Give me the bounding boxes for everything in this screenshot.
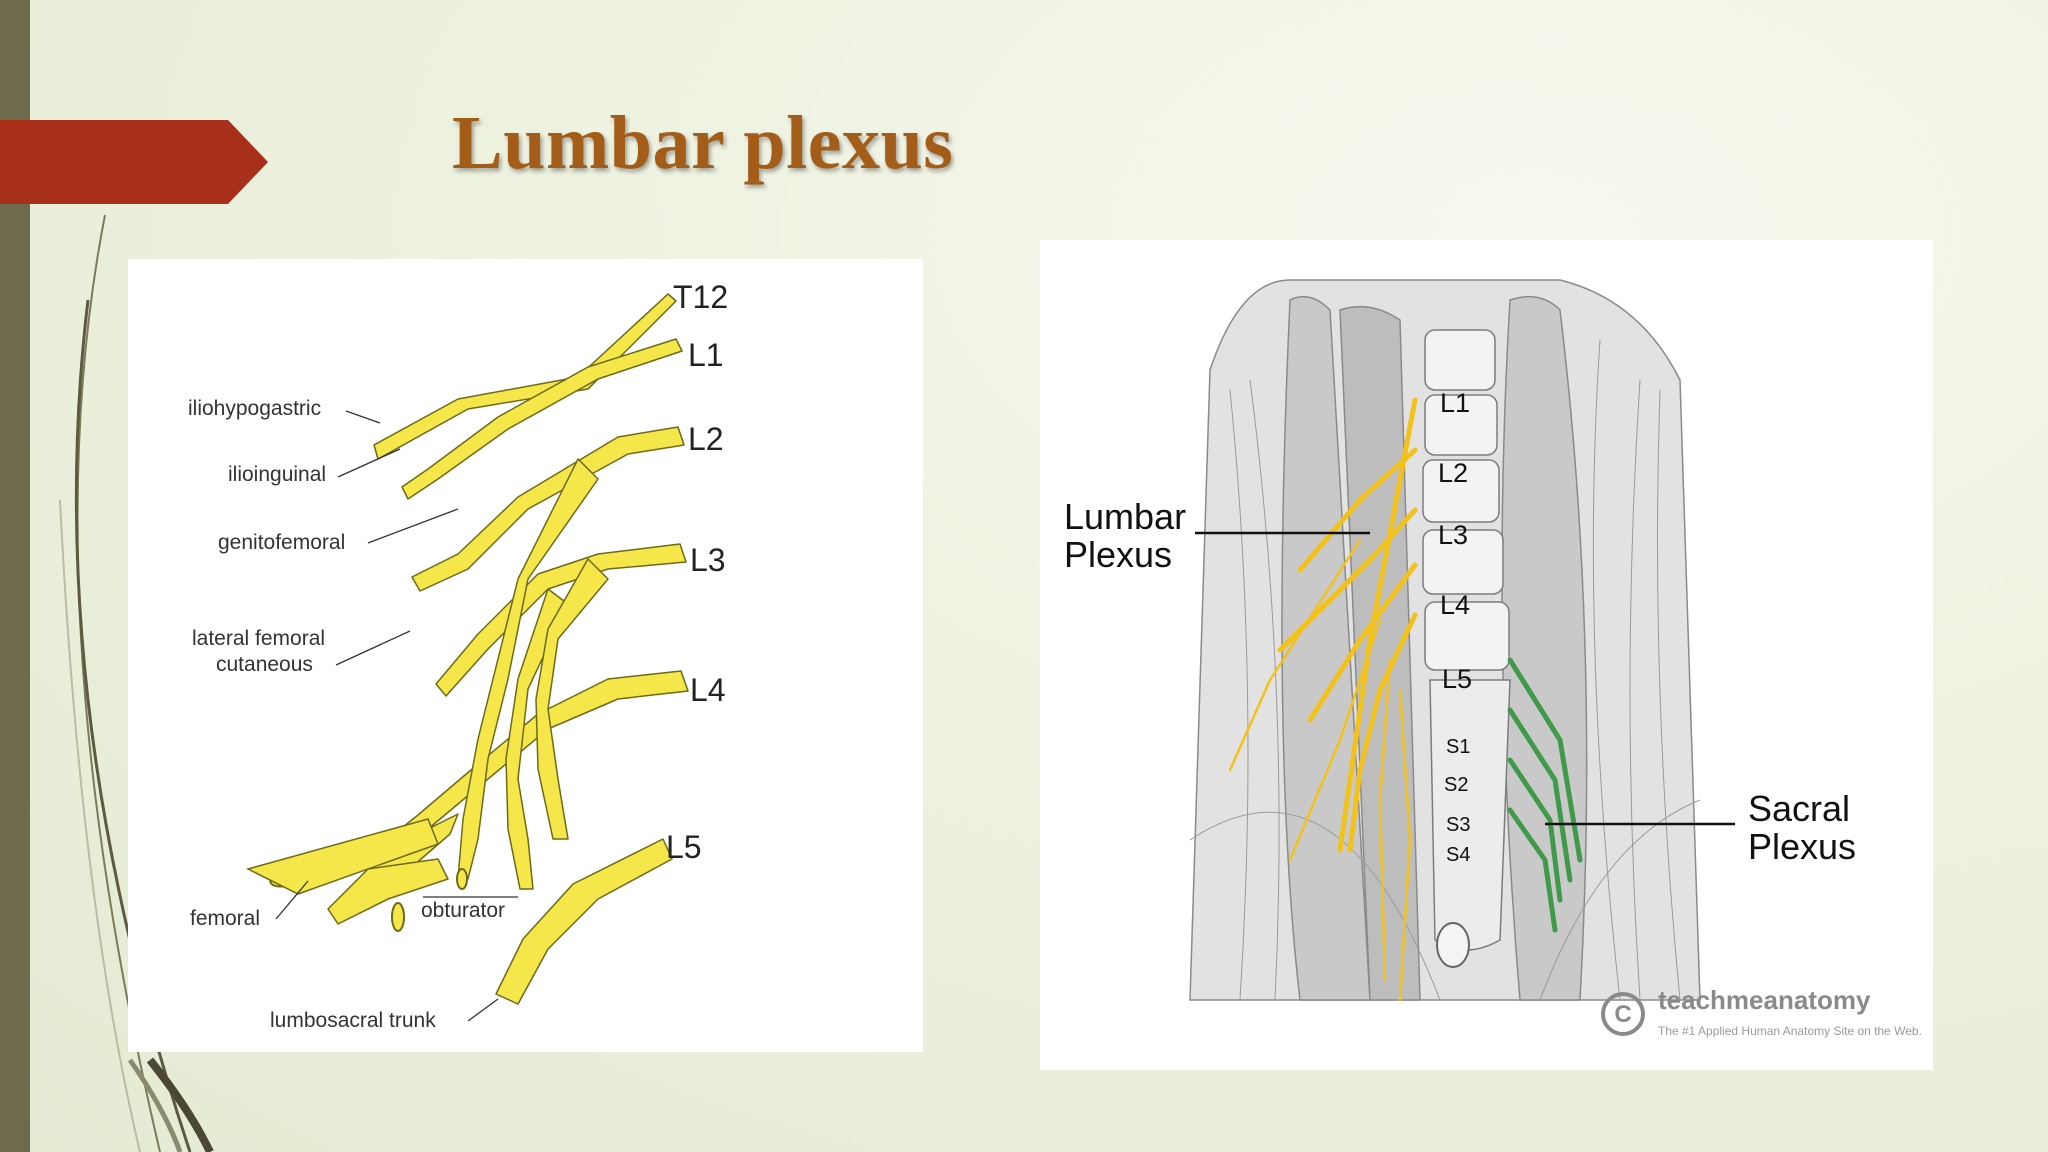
sacral-label-s2: S2 — [1444, 774, 1469, 796]
nerve-label-ilioinguinal: ilioinguinal — [228, 463, 327, 486]
lumbar-sacral-anatomy-illustration: C L1 L2 L3 L4 L5 S1 S2 S3 S4 Lumbar Plex… — [1040, 240, 1933, 1070]
nerve-label-iliohypogastric: iliohypogastric — [188, 397, 322, 420]
brand-name: teachmeanatomy — [1658, 985, 1871, 1015]
sacral-label-s3: S3 — [1446, 814, 1471, 836]
nerve-schematic-drawing — [245, 293, 689, 1022]
sacral-plexus-callout-line1: Sacral — [1748, 788, 1851, 829]
segment-label-t12: T12 — [673, 279, 729, 315]
lumbar-plexus-callout-line1: Lumbar — [1064, 496, 1187, 537]
sacral-plexus-callout-line2: Plexus — [1748, 826, 1857, 867]
vertebra-label-l4: L4 — [1440, 590, 1471, 620]
vertebra-label-l5: L5 — [1442, 664, 1473, 694]
lumbar-plexus-schematic: T12 L1 L2 L3 L4 L5 iliohypogastric ilioi… — [128, 259, 923, 1052]
slide-title: Lumbar plexus — [452, 101, 954, 185]
nerve-label-cutaneous: cutaneous — [216, 653, 313, 676]
sacral-label-s4: S4 — [1446, 844, 1471, 866]
sacral-plexus-callout: Sacral Plexus — [1748, 790, 1856, 866]
nerve-label-genitofemoral: genitofemoral — [218, 531, 346, 554]
nerve-label-obturator: obturator — [421, 899, 506, 922]
vertebra-label-l2: L2 — [1438, 458, 1469, 488]
svg-text:C: C — [1614, 1001, 1631, 1028]
anatomy-drawing: C — [1189, 279, 1735, 1036]
title-accent-arrow — [0, 120, 268, 204]
segment-label-l1: L1 — [688, 337, 724, 373]
vertebra-label-l1: L1 — [1440, 388, 1471, 418]
lumbar-plexus-callout-line2: Plexus — [1064, 534, 1173, 575]
segment-label-l3: L3 — [690, 542, 726, 578]
segment-label-l2: L2 — [688, 421, 724, 457]
nerve-label-lateral-femoral: lateral femoral — [192, 627, 326, 650]
vertebra-label-l3: L3 — [1438, 520, 1469, 550]
nerve-label-femoral: femoral — [190, 907, 261, 930]
lumbar-plexus-callout: Lumbar Plexus — [1064, 498, 1186, 574]
segment-label-l4: L4 — [690, 672, 726, 708]
segment-label-l5: L5 — [666, 829, 702, 865]
nerve-label-lumbosacral-trunk: lumbosacral trunk — [270, 1009, 436, 1032]
sacral-label-s1: S1 — [1446, 736, 1471, 758]
brand-tagline: The #1 Applied Human Anatomy Site on the… — [1658, 1024, 1922, 1038]
